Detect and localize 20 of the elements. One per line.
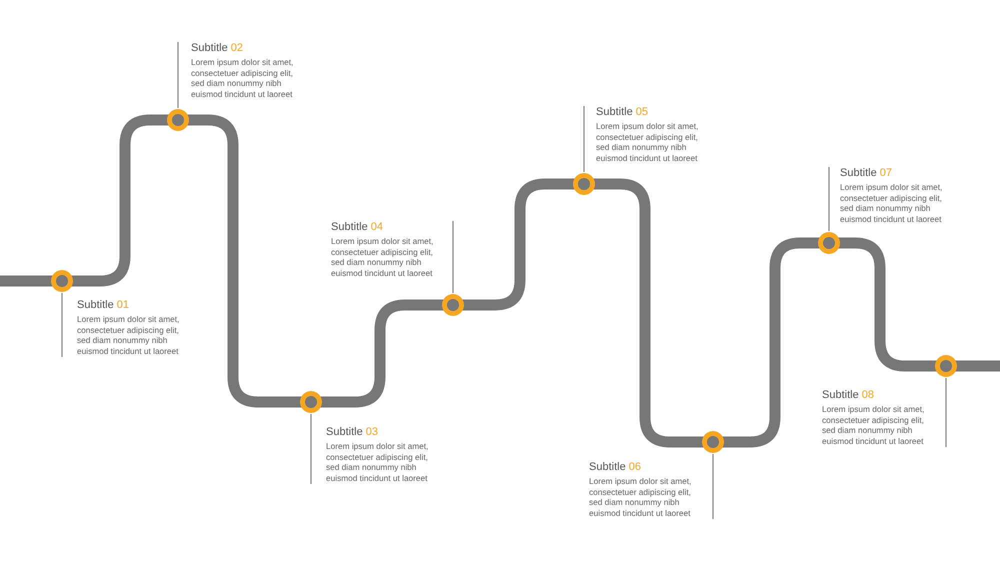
subtitle-heading: Subtitle 05 — [596, 106, 649, 118]
body-text: Lorem ipsum dolor sit amet, consectetuer adipiscing elit, sed diam nonummy nibh euismod tincidunt ut laoreet — [589, 476, 692, 518]
leader-line — [310, 414, 312, 484]
body-text: Lorem ipsum dolor sit amet, consectetuer adipiscing elit, sed diam nonummy nibh euismod tincidunt ut laoreet — [77, 314, 180, 356]
subtitle-heading: Subtitle 08 — [822, 389, 875, 401]
subtitle-heading: Subtitle 01 — [77, 299, 130, 311]
subtitle-heading: Subtitle 07 — [840, 167, 893, 179]
subtitle-heading: Subtitle 06 — [589, 461, 642, 473]
leader-line — [828, 166, 830, 232]
body-text: Lorem ipsum dolor sit amet, consectetuer adipiscing elit, sed diam nonummy nibh euismod tincidunt ut laoreet — [191, 57, 294, 99]
body-text: Lorem ipsum dolor sit amet, consectetuer adipiscing elit, sed diam nonummy nibh euismod tincidunt ut laoreet — [596, 121, 700, 163]
body-text: Lorem ipsum dolor sit amet, consectetuer adipiscing elit, sed diam nonummy nibh euismod tincidunt ut laoreet — [840, 182, 944, 224]
body-text: Lorem ipsum dolor sit amet, consectetuer adipiscing elit, sed diam nonummy nibh euismod tincidunt ut laoreet — [326, 441, 430, 483]
subtitle-heading: Subtitle 03 — [326, 426, 379, 438]
body-text: Lorem ipsum dolor sit amet, consectetuer adipiscing elit, sed diam nonummy nibh euismod tincidunt ut laoreet — [822, 404, 926, 446]
leader-line — [452, 220, 454, 294]
subtitle-heading: Subtitle 04 — [331, 221, 384, 233]
leader-line — [712, 454, 714, 520]
body-text: Lorem ipsum dolor sit amet, consectetuer adipiscing elit, sed diam nonummy nibh euismod tincidunt ut laoreet — [331, 236, 434, 278]
subtitle-heading: Subtitle 02 — [191, 42, 244, 54]
